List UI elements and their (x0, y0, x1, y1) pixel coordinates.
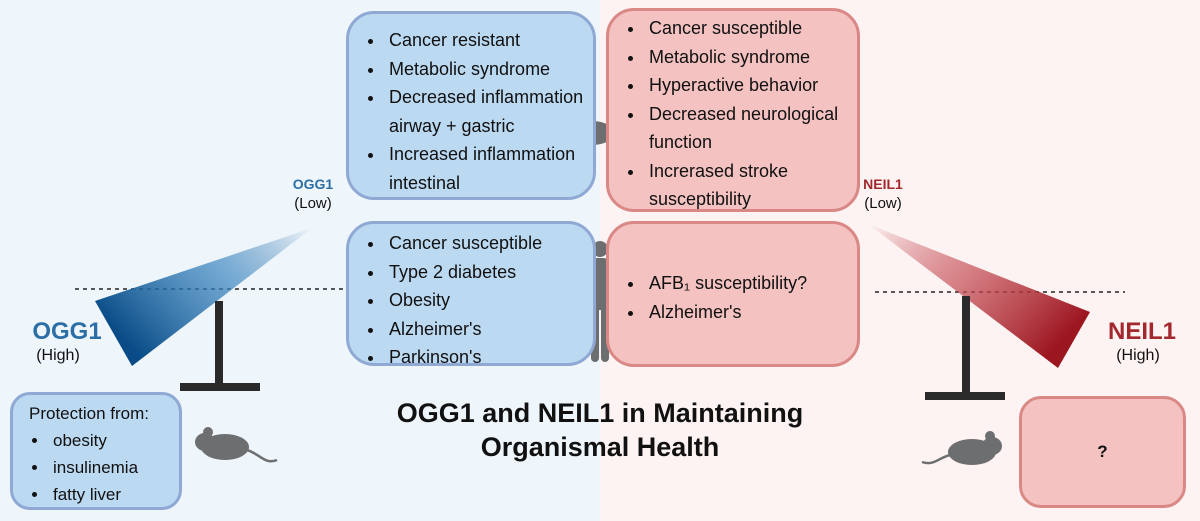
neil1-low-label: NEIL1 (Low) (848, 175, 918, 213)
list-item: Decreased neurological function (645, 100, 857, 157)
ogg1-seesaw-base (180, 383, 260, 391)
ogg1-low-human-box: Cancer susceptible Type 2 diabetes Obesi… (346, 221, 596, 367)
list-item: Type 2 diabetes (385, 258, 593, 287)
mouse-icon-ogg1-high (195, 427, 278, 463)
ogg1-high-name: OGG1 (32, 318, 102, 345)
neil1-low-mouse-list: Cancer susceptible Metabolic syndrome Hy… (609, 14, 857, 214)
ogg1-low-mouse-box: Cancer resistant Metabolic syndrome Decr… (346, 11, 596, 200)
neil1-seesaw-post (962, 296, 970, 392)
neil1-low-human-list: AFB₁ susceptibility? Alzheimer's (609, 269, 857, 326)
diagram-title: OGG1 and NEIL1 in Maintaining Organismal… (396, 398, 804, 462)
ogg1-low-name: OGG1 (292, 176, 334, 192)
neil1-high-level: (High) (1116, 347, 1160, 364)
ogg1-low-human-list: Cancer susceptible Type 2 diabetes Obesi… (349, 229, 593, 372)
protection-header: Protection from: (29, 404, 149, 423)
ogg1-seesaw-post (215, 301, 223, 387)
ogg1-high-mouse-list: obesity insulinemia fatty liver (13, 427, 179, 508)
neil1-high-label: NEIL1 (High) (1092, 318, 1192, 366)
ogg1-gradient-wedge (95, 228, 312, 366)
list-item: Increrased stroke susceptibility (645, 157, 857, 214)
ogg1-high-label: OGG1 (High) (22, 318, 112, 366)
list-item: Alzheimer's (645, 298, 857, 327)
list-item: Alzheimer's (385, 315, 593, 344)
mouse-icon-neil1-high (921, 431, 1002, 465)
list-item: Parkinson's (385, 343, 593, 372)
ogg1-low-mouse-list: Cancer resistant Metabolic syndrome Decr… (349, 26, 593, 197)
ogg1-high-level: (High) (36, 347, 80, 364)
neil1-gradient-wedge (868, 224, 1090, 368)
neil1-seesaw-base (925, 392, 1005, 400)
list-item: Obesity (385, 286, 593, 315)
list-item: Increased inflammation intestinal (385, 140, 593, 197)
ogg1-low-level: (Low) (294, 195, 332, 212)
neil1-high-name: NEIL1 (1107, 318, 1176, 345)
list-item: Metabolic syndrome (385, 55, 593, 84)
list-item: Metabolic syndrome (645, 43, 857, 72)
list-item: Hyperactive behavior (645, 71, 857, 100)
ogg1-high-mouse-box: Protection from: obesity insulinemia fat… (10, 392, 182, 510)
unknown-outcome: ? (1097, 442, 1108, 461)
list-item: Cancer resistant (385, 26, 593, 55)
list-item: Cancer susceptible (645, 14, 857, 43)
list-item: insulinemia (49, 454, 179, 481)
neil1-high-mouse-box: ? (1019, 396, 1186, 508)
list-item: Decreased inflammation airway + gastric (385, 83, 593, 140)
neil1-low-human-box: AFB₁ susceptibility? Alzheimer's (606, 221, 860, 367)
neil1-low-level: (Low) (864, 195, 902, 212)
list-item: Cancer susceptible (385, 229, 593, 258)
neil1-low-mouse-box: Cancer susceptible Metabolic syndrome Hy… (606, 8, 860, 212)
neil1-low-name: NEIL1 (863, 176, 903, 192)
ogg1-low-label: OGG1 (Low) (278, 175, 348, 213)
list-item: AFB₁ susceptibility? (645, 269, 857, 298)
list-item: fatty liver (49, 481, 179, 508)
list-item: obesity (49, 427, 179, 454)
